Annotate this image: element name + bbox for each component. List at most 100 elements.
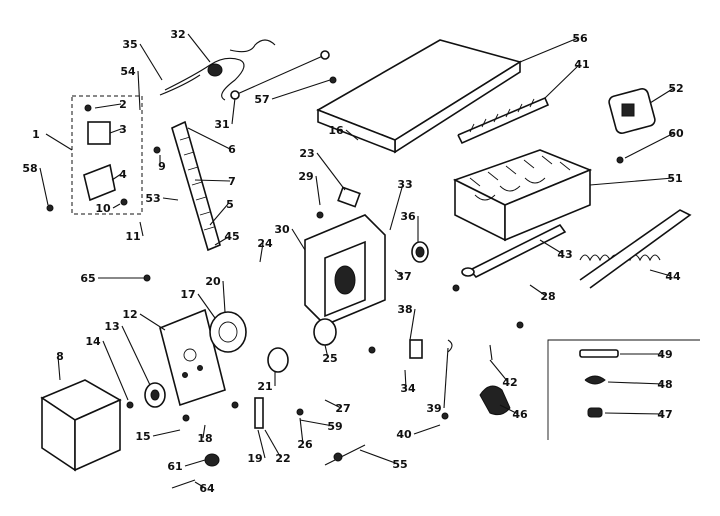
- leader-line-11: [139, 221, 144, 237]
- leader-line-15: [152, 429, 181, 437]
- part-1-switch-group: [71, 95, 143, 215]
- leader-line-64: [194, 481, 206, 489]
- leader-line-55: [359, 449, 399, 465]
- leader-line-40: [413, 424, 441, 435]
- part-label-27: 27: [335, 402, 350, 415]
- part-label-21: 21: [257, 380, 272, 393]
- part-label-2: 2: [119, 98, 127, 111]
- leader-line-44: [649, 269, 672, 277]
- leader-line-39: [443, 347, 449, 409]
- leader-line-25: [324, 344, 329, 359]
- leader-line-20: [222, 280, 226, 313]
- leader-line-23: [316, 152, 346, 191]
- leader-line-19: [257, 429, 266, 459]
- leader-line-33: [389, 183, 404, 231]
- part-label-51: 51: [667, 172, 682, 185]
- leader-line-5: [209, 203, 229, 226]
- part-label-38: 38: [397, 303, 412, 316]
- leader-line-28: [529, 284, 547, 297]
- part-label-12: 12: [122, 308, 137, 321]
- leader-line-60: [624, 132, 675, 159]
- leader-line-38: [409, 308, 416, 341]
- part-20-motor: [209, 311, 247, 353]
- part-label-65: 65: [80, 272, 95, 285]
- part-label-49: 49: [657, 348, 672, 361]
- part-label-4: 4: [119, 168, 127, 181]
- part-label-58: 58: [22, 162, 37, 175]
- part-label-47: 47: [657, 408, 672, 421]
- part-label-40: 40: [396, 428, 412, 441]
- leader-line-3: [109, 128, 122, 134]
- leader-line-42: [489, 359, 509, 383]
- part-label-11: 11: [125, 230, 140, 243]
- part-label-13: 13: [104, 320, 119, 333]
- part-label-52: 52: [668, 82, 683, 95]
- part-36-ring: [411, 241, 429, 263]
- part-label-35: 35: [122, 38, 137, 51]
- leader-line-34: [404, 369, 407, 389]
- part-label-46: 46: [512, 408, 528, 421]
- part-label-10: 10: [95, 202, 111, 215]
- part-label-45: 45: [224, 230, 239, 243]
- part-label-37: 37: [396, 270, 411, 283]
- part-label-34: 34: [400, 382, 416, 395]
- leader-line-1: [45, 133, 73, 151]
- part-label-32: 32: [170, 28, 185, 41]
- part-label-57: 57: [254, 93, 269, 106]
- part-13-gear: [144, 382, 166, 408]
- part-label-28: 28: [540, 290, 555, 303]
- part-label-23: 23: [299, 147, 314, 160]
- leader-line-61: [184, 459, 206, 467]
- leader-line-26: [299, 417, 304, 445]
- part-46-valve: [479, 385, 511, 416]
- leader-line-12: [139, 313, 166, 331]
- leader-line-4: [111, 173, 122, 181]
- part-label-56: 56: [572, 32, 588, 45]
- leader-line-2: [94, 103, 122, 109]
- leader-line-48: [607, 381, 664, 385]
- leader-line-14: [102, 340, 129, 401]
- part-label-61: 61: [167, 460, 182, 473]
- part-label-39: 39: [426, 402, 441, 415]
- leader-line-30: [291, 228, 306, 251]
- leader-line-54: [137, 70, 141, 111]
- leader-line-32: [187, 33, 211, 63]
- part-52-cap: [608, 88, 656, 134]
- leader-line-47: [604, 412, 664, 415]
- part-label-48: 48: [657, 378, 672, 391]
- leader-line-7: [194, 179, 231, 182]
- part-47-49-inset: [547, 339, 700, 440]
- part-label-8: 8: [56, 350, 64, 363]
- leader-line-8: [57, 355, 61, 381]
- part-41-ejector: [457, 96, 550, 145]
- part-label-26: 26: [297, 438, 313, 451]
- leader-line-59: [299, 419, 334, 427]
- part-61-fitting: [171, 453, 220, 489]
- part-label-1: 1: [32, 128, 40, 141]
- part-label-31: 31: [214, 118, 229, 131]
- part-label-19: 19: [247, 452, 262, 465]
- part-label-18: 18: [197, 432, 212, 445]
- part-label-42: 42: [502, 376, 517, 389]
- part-label-55: 55: [392, 458, 407, 471]
- leader-line-10: [112, 203, 121, 209]
- leader-line-27: [324, 399, 342, 409]
- part-label-29: 29: [298, 170, 313, 183]
- part-label-54: 54: [120, 65, 136, 78]
- part-label-6: 6: [228, 143, 236, 156]
- callout-layer: 1234567891011121314151617181920212223242…: [22, 28, 684, 495]
- leader-line-24: [259, 242, 264, 263]
- part-43-heater: [461, 223, 567, 278]
- part-30-housing: [304, 214, 386, 326]
- leader-line-56: [519, 37, 579, 63]
- part-label-25: 25: [322, 352, 337, 365]
- leader-line-51: [589, 177, 674, 186]
- part-label-64: 64: [199, 482, 215, 495]
- part-label-22: 22: [275, 452, 290, 465]
- part-label-5: 5: [226, 198, 234, 211]
- part-label-30: 30: [274, 223, 290, 236]
- leader-line-18: [202, 424, 206, 439]
- part-label-24: 24: [257, 237, 273, 250]
- part-label-9: 9: [158, 160, 166, 173]
